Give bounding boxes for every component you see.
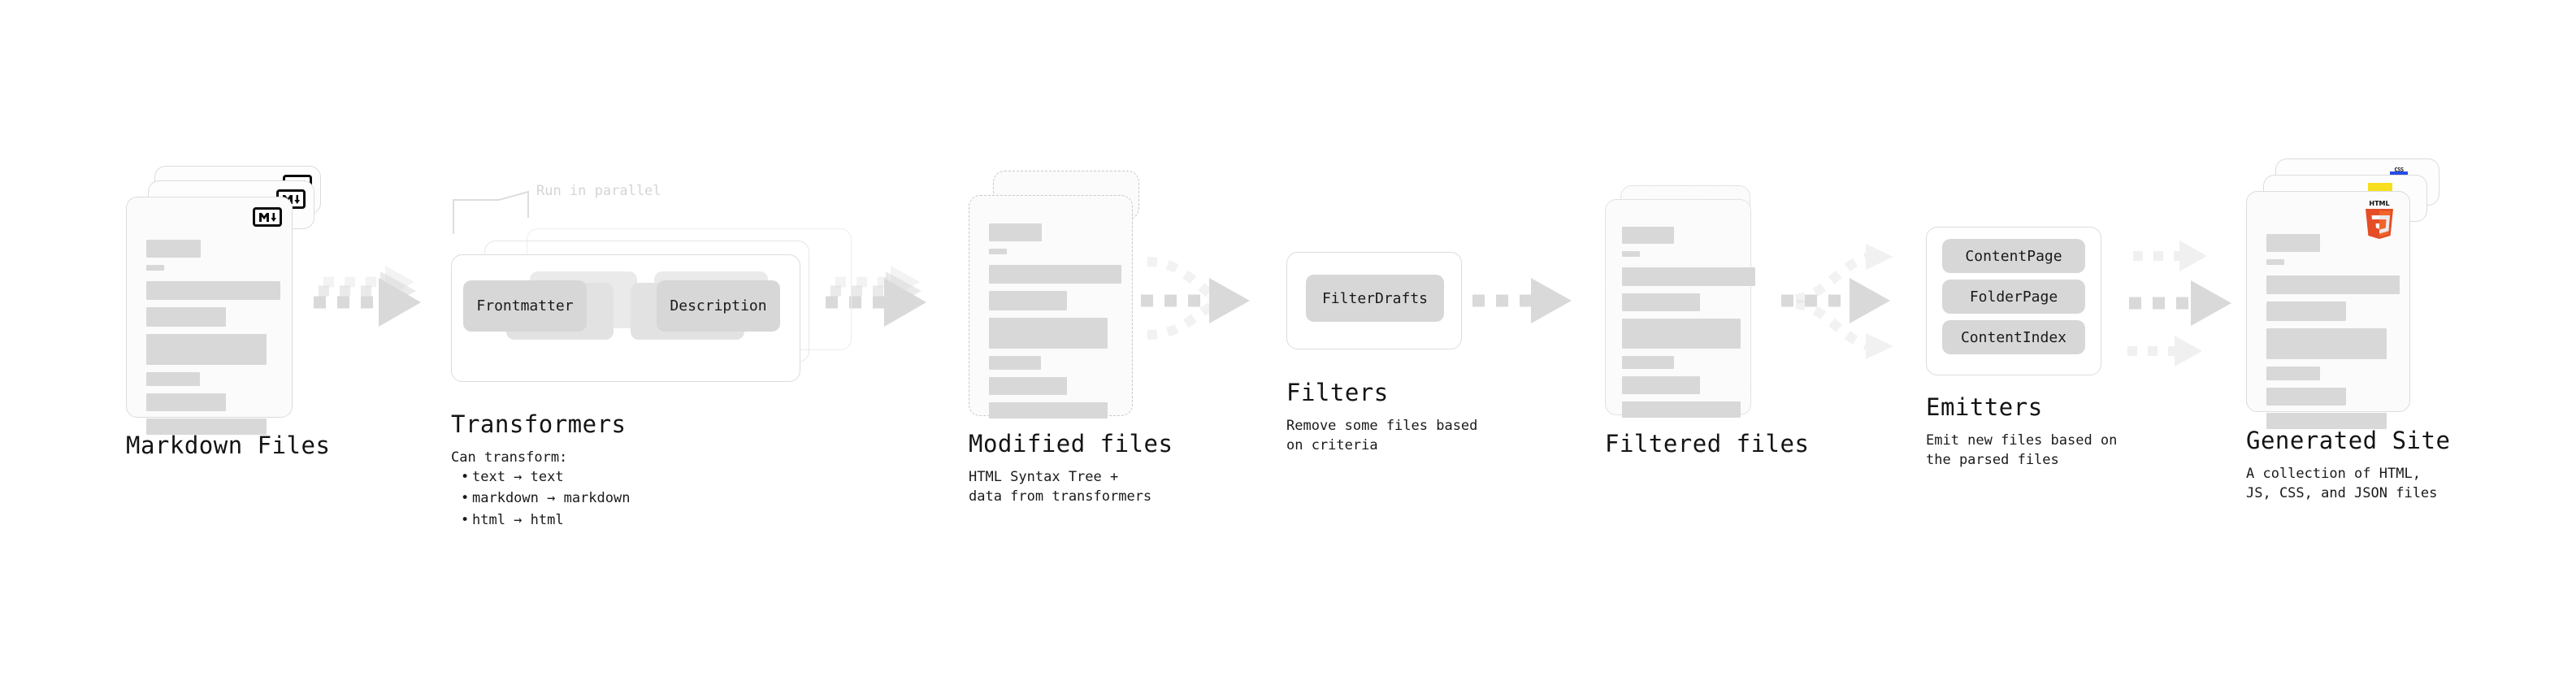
- placeholder-bar: [989, 291, 1067, 310]
- placeholder-bar: [989, 265, 1121, 284]
- run-in-parallel-label: Run in parallel: [536, 183, 661, 199]
- markdown-icon: [253, 207, 282, 227]
- placeholder-content: [146, 240, 280, 442]
- placeholder-bar: [146, 240, 201, 258]
- filtered-file-card-front: [1605, 199, 1755, 418]
- stage-subtitle-filters: Remove some files based on criteria: [1286, 418, 1478, 454]
- placeholder-bar: [146, 393, 226, 411]
- placeholder-bar: [1622, 401, 1741, 418]
- placeholder-bar: [989, 318, 1108, 349]
- placeholder-bar: [146, 334, 267, 365]
- placeholder-bar: [146, 265, 164, 271]
- stage-title-transformers: Transformers: [451, 410, 627, 438]
- stage-title-generated-site: Generated Site: [2246, 427, 2451, 454]
- transform-capability-list: text → text markdown → markdown html → h…: [459, 466, 630, 531]
- placeholder-bar: [2266, 388, 2346, 406]
- arrow-modified-to-filters: [1141, 257, 1250, 340]
- html5-icon: HTML: [2362, 198, 2396, 241]
- filters-chip-filterdrafts[interactable]: FilterDrafts: [1306, 275, 1444, 322]
- transform-list-item: markdown → markdown: [459, 488, 630, 510]
- placeholder-bar: [2266, 301, 2346, 321]
- stage-subtitle-generated-site: A collection of HTML, JS, CSS, and JSON …: [2246, 466, 2438, 502]
- arrow-filtered-to-emitters: [1781, 244, 1893, 359]
- arrow-markdown-to-transformers: [314, 266, 421, 327]
- placeholder-content: [2266, 234, 2400, 436]
- markdown-file-card-front: [126, 197, 293, 435]
- placeholder-bar: [146, 372, 200, 386]
- placeholder-bar: [989, 223, 1042, 241]
- placeholder-bar: [1622, 293, 1700, 311]
- transform-list-item: html → html: [459, 510, 630, 531]
- placeholder-bar: [146, 307, 226, 327]
- transform-list-item: text → text: [459, 466, 630, 488]
- stage-subtitle-transformers: Can transform:: [451, 449, 568, 466]
- placeholder-bar: [2266, 328, 2387, 359]
- run-in-parallel-bracket: [453, 190, 529, 234]
- placeholder-bar: [1622, 227, 1674, 244]
- stage-title-emitters: Emitters: [1926, 393, 2043, 421]
- placeholder-bar: [2266, 367, 2320, 380]
- placeholder-bar: [2266, 275, 2400, 294]
- generated-file-card-html: HTML: [2246, 191, 2410, 429]
- placeholder-bar: [146, 281, 280, 300]
- stage-subtitle-emitters: Emit new files based on the parsed files: [1926, 432, 2118, 469]
- placeholder-content: [989, 223, 1121, 426]
- placeholder-bar: [1622, 376, 1700, 394]
- stage-title-filtered-files: Filtered files: [1605, 430, 1810, 458]
- placeholder-bar: [989, 402, 1108, 419]
- placeholder-bar: [2266, 413, 2387, 429]
- transformer-chip-description[interactable]: Description: [657, 280, 780, 332]
- emitters-chip-contentindex[interactable]: ContentIndex: [1942, 320, 2085, 354]
- stage-title-filters: Filters: [1286, 379, 1389, 406]
- css-icon: CSS: [2390, 167, 2408, 175]
- placeholder-bar: [2266, 234, 2320, 252]
- placeholder-bar: [1622, 251, 1640, 257]
- arrow-emitters-to-site: [2127, 241, 2231, 367]
- arrow-filters-to-filtered: [1472, 278, 1572, 323]
- placeholder-bar: [989, 377, 1067, 395]
- placeholder-bar: [1622, 267, 1755, 286]
- stage-subtitle-modified-files: HTML Syntax Tree + data from transformer…: [969, 469, 1152, 505]
- transformer-chip-frontmatter[interactable]: Frontmatter: [463, 280, 587, 332]
- placeholder-bar: [989, 356, 1041, 370]
- placeholder-bar: [1622, 319, 1741, 349]
- emitters-chip-contentpage[interactable]: ContentPage: [1942, 239, 2085, 273]
- placeholder-content: [1622, 227, 1755, 425]
- stage-title-markdown-files: Markdown Files: [126, 432, 331, 459]
- modified-file-card-front: [969, 195, 1133, 419]
- placeholder-bar: [989, 249, 1007, 254]
- placeholder-bar: [2266, 259, 2284, 265]
- placeholder-bar: [146, 419, 267, 435]
- emitters-chip-folderpage[interactable]: FolderPage: [1942, 280, 2085, 314]
- placeholder-bar: [1622, 356, 1674, 369]
- svg-text:HTML: HTML: [2369, 200, 2389, 207]
- stage-title-modified-files: Modified files: [969, 430, 1173, 458]
